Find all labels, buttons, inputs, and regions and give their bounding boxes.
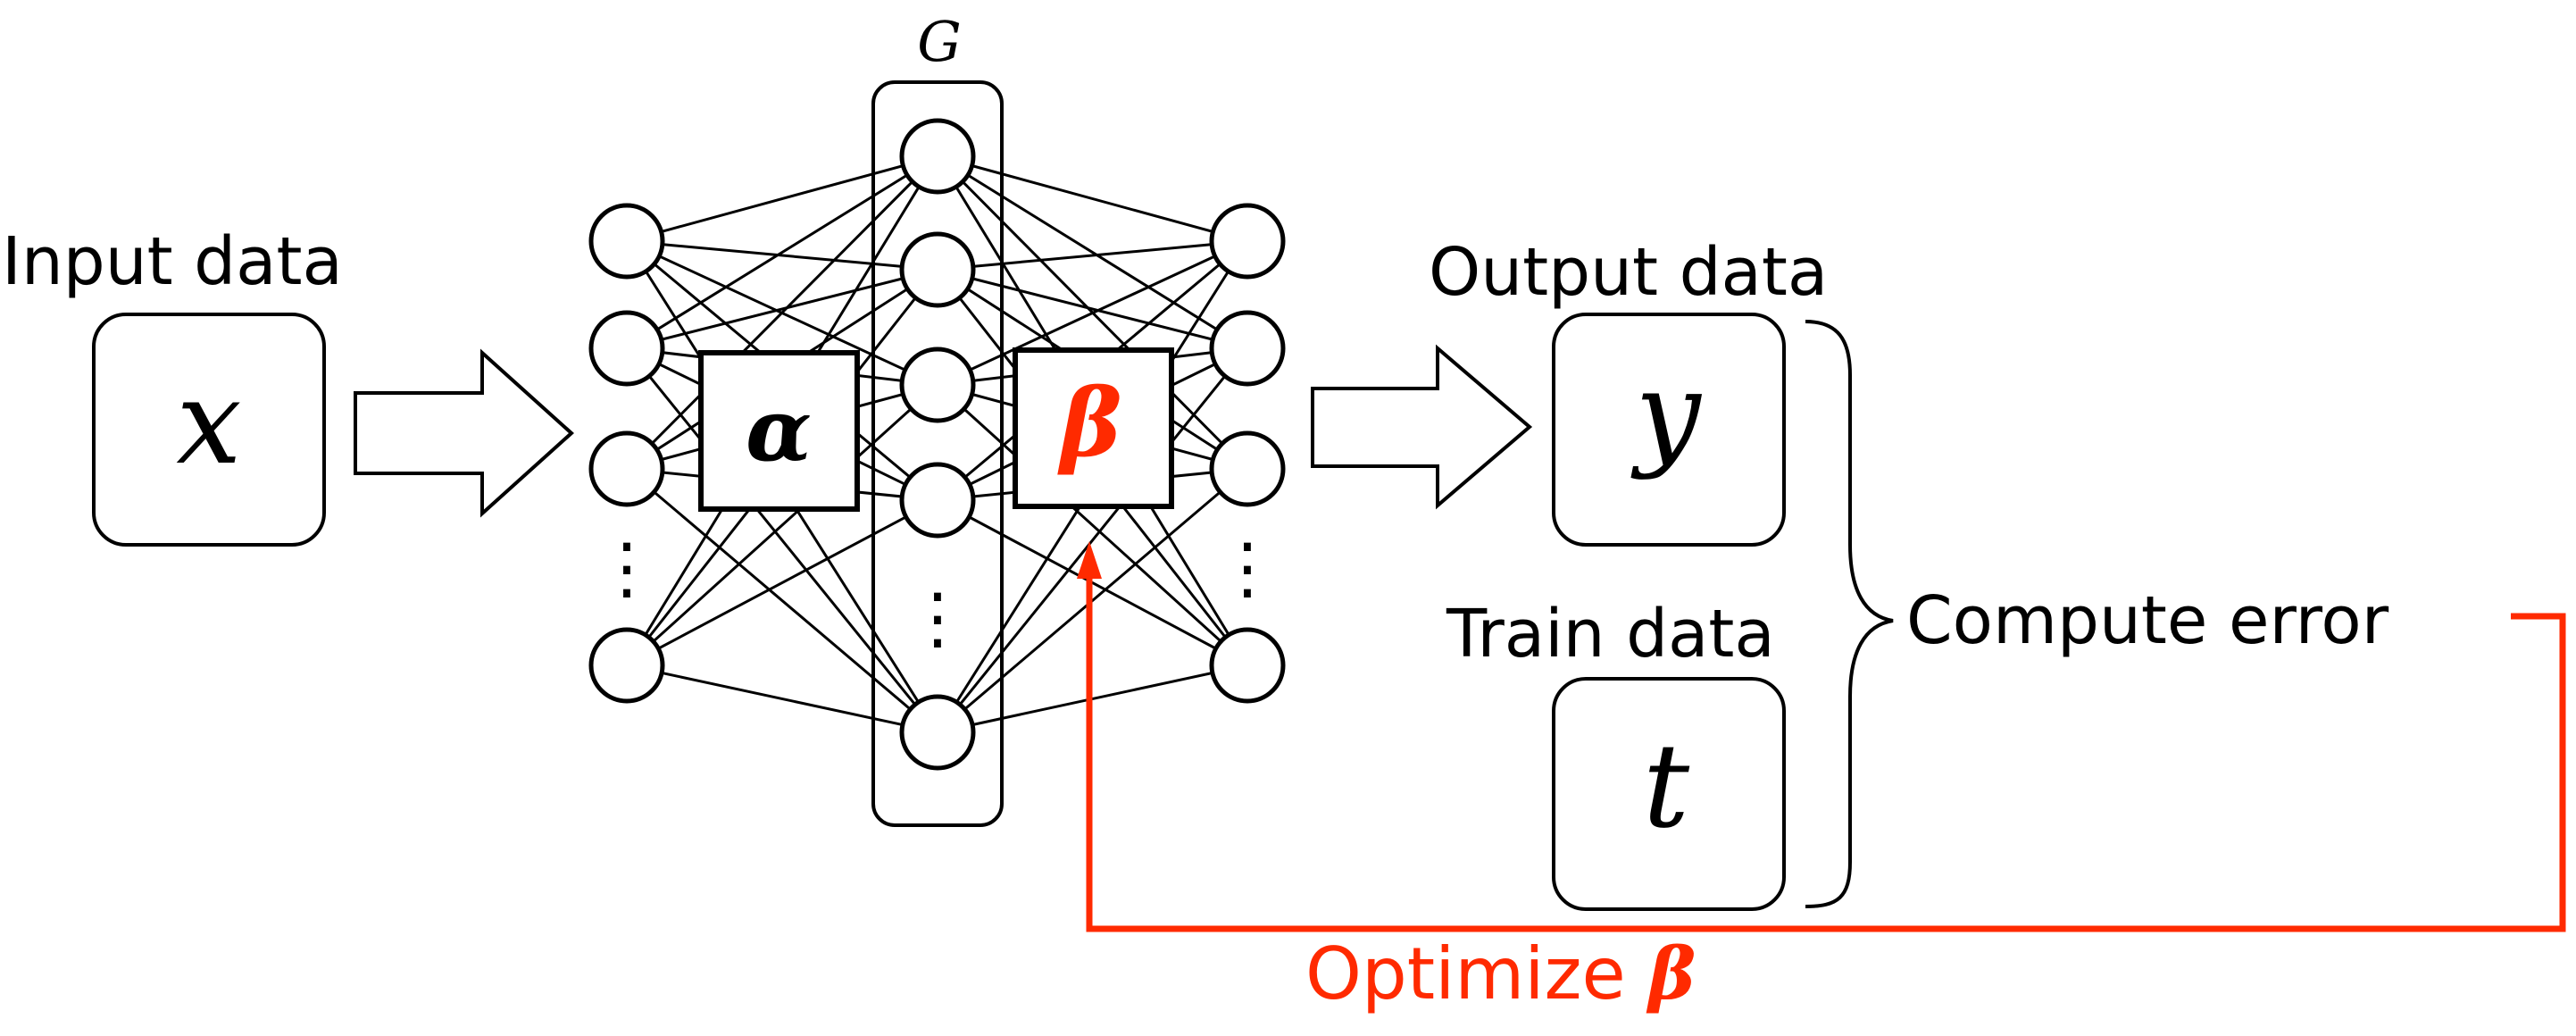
g-layer-label: G: [917, 9, 962, 74]
output-arrow: [1311, 344, 1533, 510]
neuron: [899, 118, 976, 195]
feedback-arrowhead: [1077, 541, 1102, 579]
g-layer-container: [871, 80, 1004, 827]
neuron: [899, 347, 976, 423]
neuron: [1209, 627, 1286, 704]
input-data-box: [92, 313, 326, 547]
optimize-label: Optimize β: [1305, 932, 1696, 1015]
neuron: [588, 310, 665, 387]
neuron: [899, 462, 976, 539]
output-symbol-y: y: [1630, 346, 1702, 481]
alpha-box: α: [698, 350, 860, 512]
neuron: [588, 430, 665, 507]
alpha-symbol: α: [746, 380, 812, 480]
train-data-label: Train data: [1446, 596, 1775, 673]
input-layer-neurons: [588, 203, 665, 704]
neuron: [588, 627, 665, 704]
compute-error-label: Compute error: [1906, 582, 2389, 659]
neuron: [588, 203, 665, 280]
output-layer-neurons: [1209, 203, 1286, 704]
output-layer-ellipsis: ⋮: [1213, 528, 1281, 607]
optimize-beta-symbol: β: [1646, 932, 1696, 1015]
neuron: [1209, 310, 1286, 387]
input-layer-ellipsis: ⋮: [593, 528, 661, 607]
optimize-label-text: Optimize: [1305, 932, 1648, 1015]
train-symbol-t: t: [1643, 718, 1690, 854]
output-data-label: Output data: [1429, 234, 1828, 311]
feedback-loop: [1086, 572, 2566, 932]
output-data-box: [1552, 313, 1786, 547]
hidden-layer-ellipsis: ⋮: [904, 578, 971, 657]
input-arrow: [354, 348, 574, 518]
neuron: [1209, 203, 1286, 280]
neuron: [1209, 430, 1286, 507]
hidden-layer-neurons: [899, 118, 976, 771]
train-data-box: [1552, 677, 1786, 911]
input-symbol-x: x: [176, 355, 241, 490]
beta-box: β: [1013, 347, 1174, 509]
neuron: [899, 231, 976, 308]
beta-symbol: β: [1056, 368, 1121, 478]
neuron: [899, 694, 976, 771]
compare-brace: [1805, 320, 1894, 908]
input-data-label: Input data: [2, 223, 343, 300]
